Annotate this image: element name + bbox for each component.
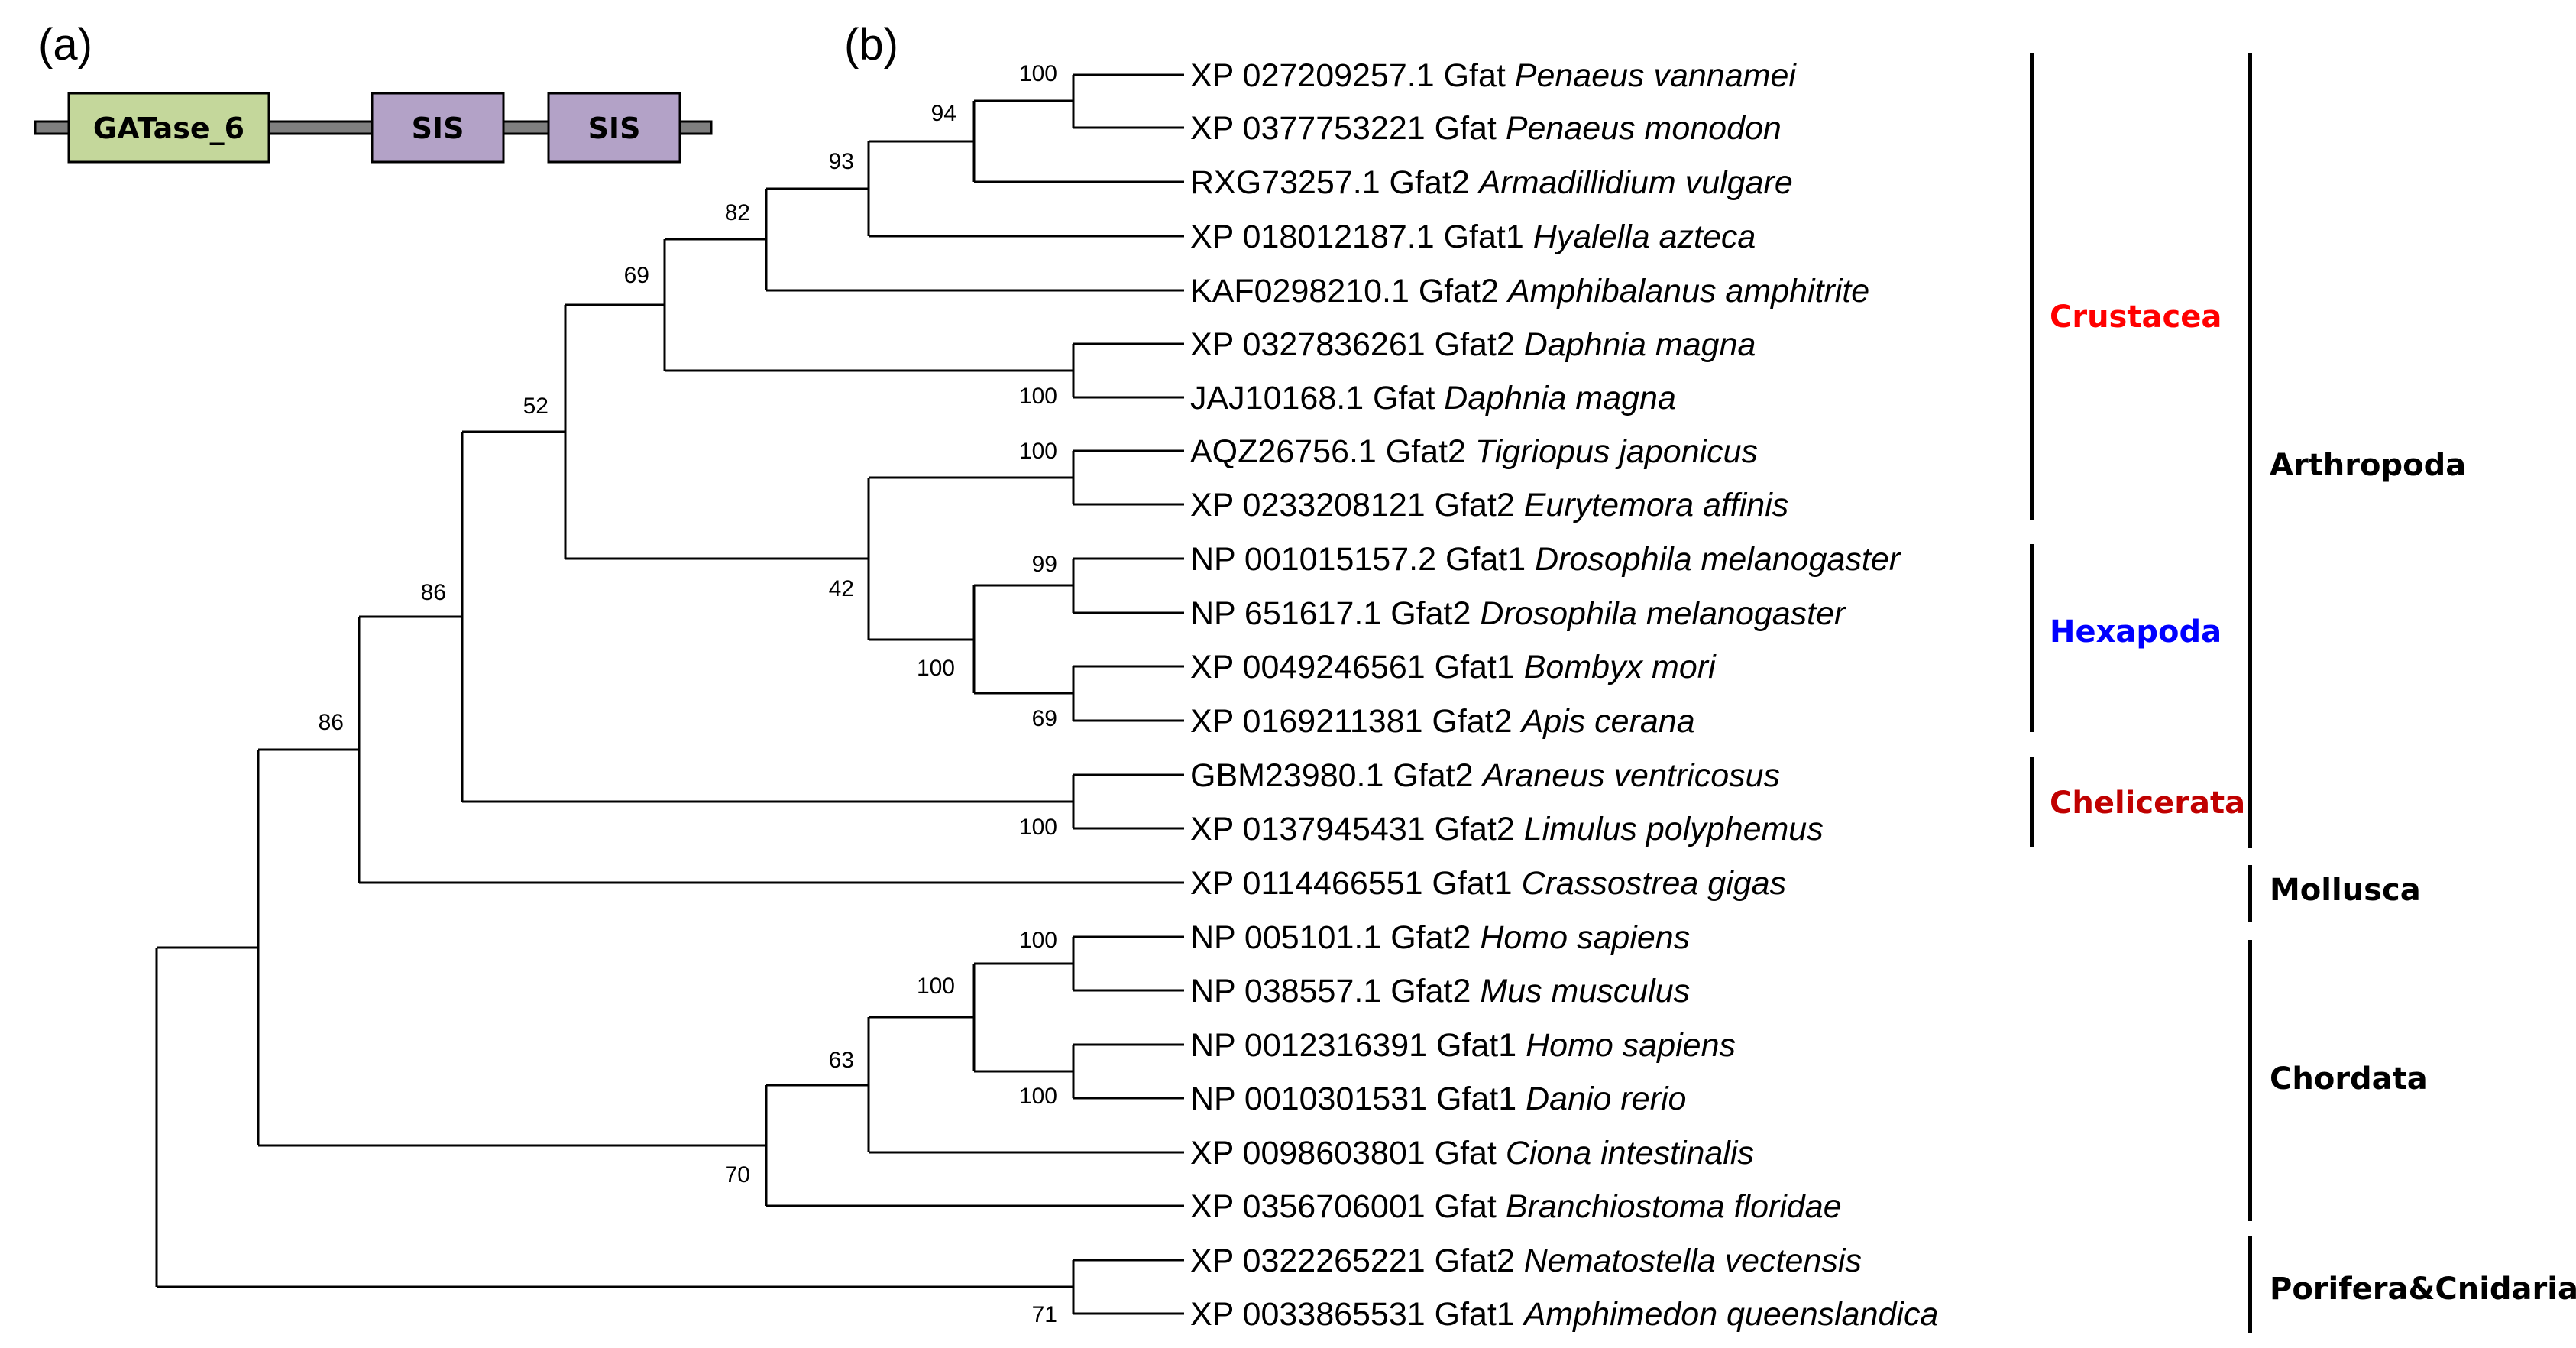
leaf-label: XP 0137945431 Gfat2 Limulus polyphemus (1190, 811, 1824, 847)
branch (972, 99, 1184, 183)
branch (972, 584, 1073, 695)
leaf-label: XP 018012187.1 Gfat1 Hyalella azteca (1190, 219, 1756, 255)
phylum-label-chordata: Chordata (2270, 1061, 2428, 1097)
branch (1072, 773, 1184, 830)
leaf-label: JAJ10168.1 Gfat Daphnia magna (1190, 380, 1676, 416)
domain-architecture: GATase_6 SIS SIS (34, 92, 713, 164)
leaf-label: XP 0033865531 Gfat1 Amphimedon queenslan… (1190, 1296, 1938, 1333)
leaf-label: XP 0114466551 Gfat1 Crassostrea gigas (1190, 865, 1786, 902)
clade-label-chelicerata: Chelicerata (2050, 786, 2245, 821)
domain-label: GATase_6 (93, 112, 244, 145)
bootstrap-value: 69 (1032, 706, 1057, 731)
bootstrap-value: 86 (319, 710, 344, 735)
panel-label-b: (b) (844, 20, 898, 70)
branch (1072, 1259, 1184, 1315)
bootstrap-value: 70 (725, 1162, 750, 1188)
phylum-label-arthropoda: Arthropoda (2270, 448, 2466, 483)
branch (765, 1084, 1184, 1207)
branch (867, 140, 1184, 238)
domain-sis-2: SIS (547, 92, 681, 164)
phylum-label-porifera-cnidaria: Porifera&Cnidaria (2270, 1272, 2576, 1307)
bootstrap-values: 100 94 93 82 100 69 100 99 69 100 42 52 … (319, 61, 1057, 1327)
branch (564, 303, 869, 560)
bootstrap-value: 86 (421, 580, 446, 605)
branch (1072, 73, 1184, 129)
leaf-label: RXG73257.1 Gfat2 Armadillidium vulgare (1190, 164, 1793, 201)
branch (765, 187, 1184, 292)
leaf-label: KAF0298210.1 Gfat2 Amphibalanus amphitri… (1190, 273, 1869, 309)
leaf-label: GBM23980.1 Gfat2 Araneus ventricosus (1190, 757, 1780, 794)
panel-label-a: (a) (38, 20, 92, 70)
bootstrap-value: 100 (1019, 815, 1057, 840)
leaf-label: XP 0322265221 Gfat2 Nematostella vectens… (1190, 1243, 1862, 1279)
leaf-label: XP 0233208121 Gfat2 Eurytemora affinis (1190, 487, 1788, 523)
branch (663, 238, 1073, 372)
leaf-label: XP 0169211381 Gfat2 Apis cerana (1190, 703, 1695, 740)
branch (461, 430, 1073, 803)
branch (1072, 1043, 1184, 1100)
domain-box (67, 92, 270, 164)
leaf-label: NP 651617.1 Gfat2 Drosophila melanogaste… (1190, 595, 1846, 632)
bootstrap-value: 94 (931, 101, 956, 126)
branch (1072, 665, 1184, 722)
domain-label: SIS (588, 112, 641, 145)
domain-label: SIS (412, 112, 464, 145)
leaf-label: XP 027209257.1 Gfat Penaeus vannamei (1190, 57, 1797, 94)
leaf-label: NP 001015157.2 Gfat1 Drosophila melanoga… (1190, 541, 1901, 578)
bootstrap-value: 100 (1019, 1084, 1057, 1109)
bootstrap-value: 69 (624, 263, 649, 288)
bootstrap-value: 100 (917, 974, 955, 999)
leaf-label: XP 0327836261 Gfat2 Daphnia magna (1190, 326, 1756, 363)
branch (1072, 935, 1184, 992)
leaf-label: AQZ26756.1 Gfat2 Tigriopus japonicus (1190, 433, 1758, 470)
leaf-label: XP 0049246561 Gfat1 Bombyx mori (1190, 649, 1717, 685)
leaf-label: NP 038557.1 Gfat2 Mus musculus (1190, 973, 1690, 1009)
leaf-label: XP 0377753221 Gfat Penaeus monodon (1190, 110, 1782, 147)
branch (358, 615, 1184, 884)
tree-branches (155, 73, 1184, 1315)
leaf-labels: XP 027209257.1 Gfat Penaeus vannamei XP … (1190, 57, 1938, 1333)
bootstrap-value: 100 (1019, 439, 1057, 464)
domain-box (371, 92, 505, 164)
bootstrap-value: 71 (1032, 1302, 1057, 1327)
bootstrap-value: 100 (1019, 61, 1057, 86)
bootstrap-value: 93 (829, 149, 854, 174)
bootstrap-value: 52 (523, 394, 549, 419)
phylum-annotations: Arthropoda Mollusca Chordata Porifera&Cn… (2248, 53, 2576, 1333)
domain-gatase6: GATase_6 (67, 92, 270, 164)
bootstrap-value: 100 (917, 656, 955, 681)
leaf-label: XP 0098603801 Gfat Ciona intestinalis (1190, 1135, 1754, 1171)
phylogenetic-tree: 100 94 93 82 100 69 100 99 69 100 42 52 … (155, 57, 1938, 1333)
phylum-label-mollusca: Mollusca (2270, 873, 2421, 908)
branch (257, 748, 766, 1147)
branch (1072, 342, 1184, 399)
branch (1072, 449, 1184, 506)
branch (1072, 557, 1184, 614)
bootstrap-value: 42 (829, 576, 854, 601)
domain-box (547, 92, 681, 164)
clade-label-hexapoda: Hexapoda (2050, 614, 2222, 650)
bootstrap-value: 100 (1019, 928, 1057, 953)
branch (972, 962, 1073, 1073)
bootstrap-value: 82 (725, 200, 750, 225)
clade-annotations: Crustacea Hexapoda Chelicerata (2030, 53, 2245, 847)
bootstrap-value: 99 (1032, 552, 1057, 577)
bootstrap-value: 100 (1019, 384, 1057, 409)
clade-label-crustacea: Crustacea (2050, 300, 2222, 335)
domain-sis-1: SIS (371, 92, 505, 164)
leaf-label: NP 0012316391 Gfat1 Homo sapiens (1190, 1027, 1736, 1064)
leaf-label: NP 0010301531 Gfat1 Danio rerio (1190, 1081, 1686, 1117)
bootstrap-value: 63 (829, 1048, 854, 1073)
leaf-label: NP 005101.1 Gfat2 Homo sapiens (1190, 919, 1690, 956)
leaf-label: XP 0356706001 Gfat Branchiostoma florida… (1190, 1188, 1842, 1225)
branch (155, 946, 1073, 1288)
